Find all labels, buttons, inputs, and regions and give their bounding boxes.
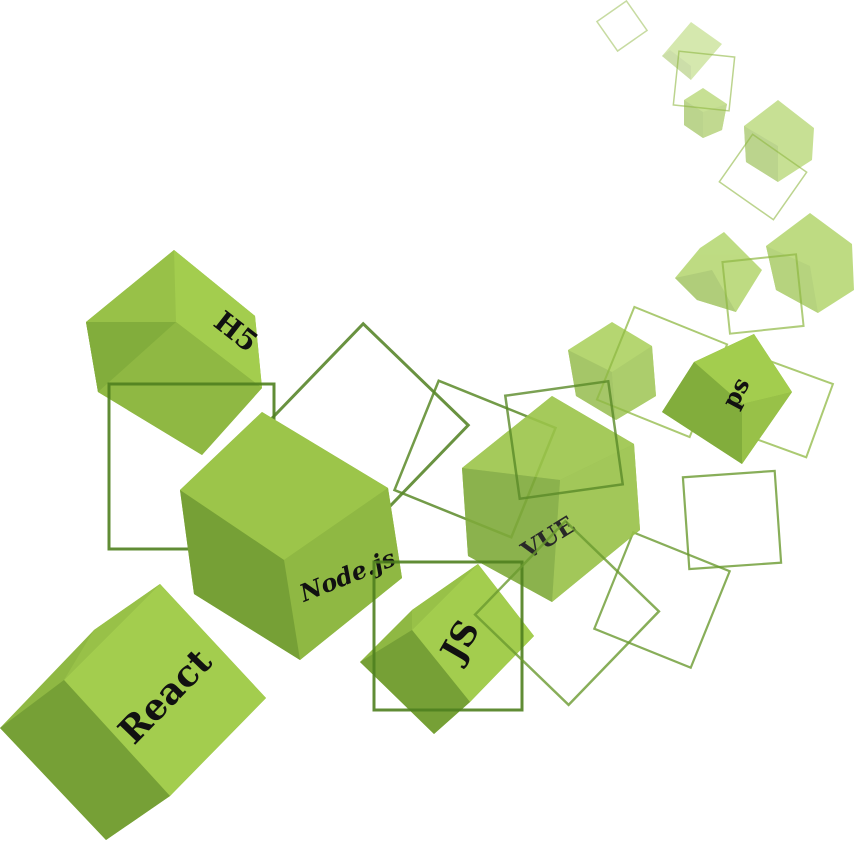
small-cube [744,100,814,182]
decor-cubes [568,22,854,420]
small-cube [662,22,722,80]
outline-square [672,50,736,112]
outline-square [718,133,808,221]
cube-ps: ps [662,334,792,464]
outline-square [503,379,625,501]
small-cube [766,213,854,313]
small-cube [675,232,762,312]
outline-square [721,253,805,335]
outline-square [681,469,783,571]
small-cube [684,88,727,138]
cube-h5: H5 [86,250,264,455]
outline-squares [592,0,835,670]
cube-vue: VUE [462,396,640,602]
cube-nodejs: Node.js [180,412,402,660]
outline-square [372,560,524,712]
small-cube [568,322,656,420]
outline-square [473,519,661,707]
outline-square [592,530,732,670]
cube-react: React [0,584,266,840]
cube-js: JS [360,564,534,734]
outline-square [595,0,649,53]
